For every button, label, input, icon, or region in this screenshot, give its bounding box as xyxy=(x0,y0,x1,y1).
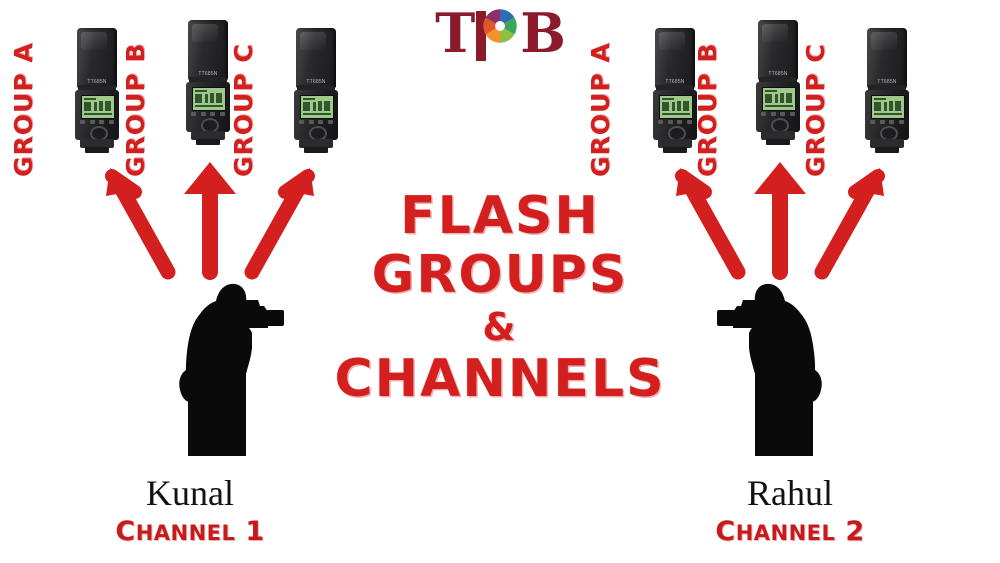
flash-model-label: TT685N xyxy=(665,79,685,85)
flash-model-label: TT685N xyxy=(306,79,326,85)
photographer-name-right: Rahul xyxy=(747,473,833,513)
flash-body xyxy=(186,82,230,133)
flash-body xyxy=(294,90,338,141)
headline-line-flash: FLASH xyxy=(400,186,600,246)
arrow-right-up-right xyxy=(814,168,885,280)
arrow-left-up-left xyxy=(105,168,176,280)
flash-model-label: TT685N xyxy=(87,79,107,85)
photographer-name-left: Kunal xyxy=(146,473,234,513)
headline-line-ampersand: & xyxy=(482,305,518,350)
flash-head: TT685N xyxy=(758,20,798,80)
group-label-right-c: GROUP C xyxy=(801,43,830,177)
headline-line-channels: CHANNELS xyxy=(334,348,666,409)
flash-head: TT685N xyxy=(188,20,228,80)
flash-foot-base xyxy=(304,147,328,153)
photographer-silhouette-left xyxy=(179,283,284,456)
group-label-left-c: GROUP C xyxy=(229,43,258,177)
flash-buttons[interactable] xyxy=(870,119,904,125)
flash-mounting-foot xyxy=(658,139,692,148)
flash-model-label: TT685N xyxy=(768,71,788,77)
channel-word-left: HANNEL xyxy=(135,521,236,545)
channel-number-left: 1 xyxy=(245,516,265,547)
channel-number-right: 2 xyxy=(845,516,865,547)
flash-foot-base xyxy=(766,139,790,145)
flash-head: TT685N xyxy=(77,28,117,88)
flash-mounting-foot xyxy=(299,139,333,148)
flash-lcd-screen xyxy=(192,87,226,111)
flash-mounting-foot xyxy=(761,131,795,140)
flash-model-label: TT685N xyxy=(198,71,218,77)
flash-foot-base xyxy=(875,147,899,153)
logo-p-stem xyxy=(476,11,487,61)
flash-mounting-foot xyxy=(870,139,904,148)
channel-label-left: CHANNEL 1 xyxy=(60,516,320,547)
flash-unit-left-group-c[interactable]: TT685N xyxy=(291,28,341,156)
headline-block: FLASH GROUPS & CHANNELS xyxy=(330,186,670,409)
channel-prefix-left: C xyxy=(115,516,136,547)
arrow-left-up-right xyxy=(244,168,315,280)
flash-unit-right-group-b[interactable]: TT685N xyxy=(753,20,803,148)
flash-neck xyxy=(868,85,906,93)
flash-mounting-foot xyxy=(80,139,114,148)
flash-body xyxy=(653,90,697,141)
flash-model-label: TT685N xyxy=(877,79,897,85)
arrow-right-up xyxy=(754,162,806,280)
arrow-right-up-left xyxy=(675,168,746,280)
logo-letter-t: T xyxy=(435,1,475,65)
flash-mounting-foot xyxy=(191,131,225,140)
arrow-group-right xyxy=(675,162,885,280)
flash-head: TT685N xyxy=(296,28,336,88)
flash-body xyxy=(75,90,119,141)
group-label-right-a: GROUP A xyxy=(586,42,615,177)
arrow-group-left xyxy=(105,162,315,280)
flash-unit-right-group-a[interactable]: TT685N xyxy=(650,28,700,156)
flash-lcd-screen xyxy=(300,95,334,119)
flash-buttons[interactable] xyxy=(191,111,225,117)
flash-lcd-screen xyxy=(762,87,796,111)
flash-buttons[interactable] xyxy=(761,111,795,117)
flash-buttons[interactable] xyxy=(80,119,114,125)
flash-neck xyxy=(656,85,694,93)
logo-letter-p-with-aperture xyxy=(474,5,520,61)
flash-foot-base xyxy=(663,147,687,153)
flash-buttons[interactable] xyxy=(658,119,692,125)
channel-prefix-right: C xyxy=(715,516,736,547)
flash-lcd-screen xyxy=(81,95,115,119)
group-label-left-b: GROUP B xyxy=(121,42,150,177)
flash-unit-right-group-c[interactable]: TT685N xyxy=(862,28,912,156)
flash-neck xyxy=(78,85,116,93)
flash-body xyxy=(756,82,800,133)
flash-buttons[interactable] xyxy=(299,119,333,125)
flash-head: TT685N xyxy=(655,28,695,88)
channel-word-right: HANNEL xyxy=(735,521,836,545)
arrow-left-up xyxy=(184,162,236,280)
group-label-right-b: GROUP B xyxy=(693,42,722,177)
flash-lcd-screen xyxy=(871,95,905,119)
flash-unit-left-group-b[interactable]: TT685N xyxy=(183,20,233,148)
tpb-logo: T B xyxy=(420,2,580,64)
camera-aperture-icon xyxy=(483,9,517,43)
logo-letter-b: B xyxy=(520,1,566,65)
flash-head: TT685N xyxy=(867,28,907,88)
flash-foot-base xyxy=(196,139,220,145)
photographer-silhouette-right xyxy=(717,283,822,456)
flash-body xyxy=(865,90,909,141)
flash-foot-base xyxy=(85,147,109,153)
flash-lcd-screen xyxy=(659,95,693,119)
channel-label-right: CHANNEL 2 xyxy=(660,516,920,547)
headline-line-groups: GROUPS xyxy=(371,245,629,306)
group-label-left-a: GROUP A xyxy=(9,42,38,177)
flash-unit-left-group-a[interactable]: TT685N xyxy=(72,28,122,156)
flash-neck xyxy=(189,77,227,85)
flash-neck xyxy=(759,77,797,85)
flash-neck xyxy=(297,85,335,93)
